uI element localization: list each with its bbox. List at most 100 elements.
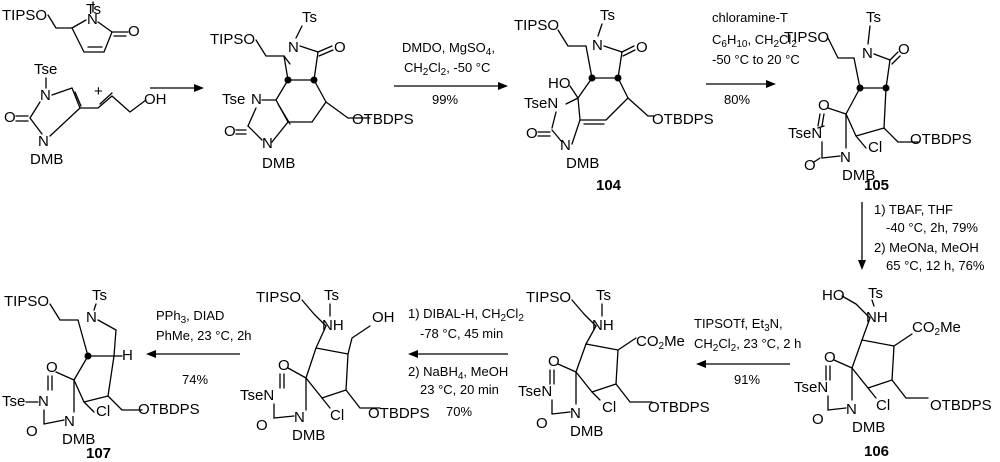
- o-label: O: [804, 157, 816, 174]
- svg-text:PPh3, DIAD: PPh3, DIAD: [156, 308, 224, 326]
- o-label: O: [278, 357, 290, 374]
- otbdps-label: OTBDPS: [910, 131, 972, 148]
- tsen-label: TseN: [788, 125, 822, 142]
- tse-label: Tse: [2, 393, 25, 410]
- n-label: N: [294, 409, 305, 426]
- step2-conditions: chloramine-T C6H10, CH2Cl2 -50 °C to 20 …: [706, 10, 800, 107]
- n-label: N: [592, 37, 603, 54]
- compound-tips-ester: TIPSO Ts NH CO2Me OTBDPS Cl O TseN O N D…: [518, 287, 710, 440]
- n-label: N: [846, 401, 857, 418]
- n-label: N: [87, 11, 98, 28]
- n-label: N: [560, 137, 571, 154]
- compound-106-label: 106: [864, 443, 889, 460]
- svg-text:TIPSOTf, Et3N,: TIPSOTf, Et3N,: [694, 316, 783, 334]
- co2me-label: CO2Me: [912, 319, 961, 338]
- ts-label: Ts: [596, 287, 611, 304]
- step4-conditions: TIPSOTf, Et3N, CH2Cl2, 23 °C, 2 h 91%: [694, 316, 801, 387]
- n-label: N: [40, 87, 51, 104]
- starting-material-pyrrolinone: TIPSO N Ts O: [2, 1, 140, 53]
- svg-text:CH2Cl2, 23 °C, 2 h: CH2Cl2, 23 °C, 2 h: [694, 336, 801, 354]
- o-label: O: [256, 417, 268, 434]
- step1-yield: 99%: [432, 92, 458, 107]
- n-label: N: [38, 133, 49, 150]
- cl-label: Cl: [96, 403, 110, 420]
- otbdps-label: OTBDPS: [652, 111, 714, 128]
- dmb-label: DMB: [292, 427, 325, 444]
- o-label: O: [548, 353, 560, 370]
- co2me-label: CO2Me: [636, 333, 685, 352]
- o-label: O: [812, 411, 824, 428]
- dmb-label: DMB: [62, 431, 95, 448]
- compound-alcohol: TIPSO Ts NH OH OTBDPS Cl O TseN O N DMB: [240, 287, 430, 444]
- ts-label: Ts: [86, 1, 101, 18]
- otbdps-label: OTBDPS: [648, 399, 710, 416]
- nh-label: NH: [322, 317, 344, 334]
- ho-label: HO: [822, 287, 845, 304]
- svg-text:-50 °C to 20 °C: -50 °C to 20 °C: [712, 52, 800, 67]
- svg-text:DMDO, MgSO4,: DMDO, MgSO4,: [402, 40, 495, 58]
- o-label: O: [224, 123, 236, 140]
- dmb-label: DMB: [842, 167, 875, 184]
- step3-conditions: 1) TBAF, THF -40 °C, 2h, 79% 2) MeONa, M…: [858, 202, 985, 273]
- n-label: N: [251, 91, 262, 108]
- starting-material-imidazolone: Tse N O N DMB OH: [4, 61, 167, 168]
- nh-label: NH: [866, 309, 888, 326]
- cl-label: Cl: [876, 397, 890, 414]
- ho-label: HO: [548, 75, 571, 92]
- otbdps-label: OTBDPS: [138, 401, 200, 418]
- compound-105: TIPSO N Ts O OTBDPS Cl O TseN O N DMB 10…: [784, 9, 972, 194]
- oh-label: OH: [372, 309, 395, 326]
- svg-text:2) MeONa, MeOH: 2) MeONa, MeOH: [874, 240, 979, 255]
- svg-text:2) NaBH4, MeOH: 2) NaBH4, MeOH: [408, 364, 508, 382]
- n-label: N: [86, 309, 97, 326]
- o-label: O: [46, 359, 58, 376]
- step5-yield: 70%: [446, 404, 472, 419]
- svg-text:-78 °C, 45 min: -78 °C, 45 min: [420, 326, 503, 341]
- cl-label: Cl: [330, 407, 344, 424]
- cl-label: Cl: [602, 399, 616, 416]
- n-label: N: [862, 45, 873, 62]
- tse-label: Tse: [222, 91, 245, 108]
- ts-label: Ts: [868, 285, 883, 302]
- compound-104: TIPSO N Ts O HO OTBDPS TseN O N DMB 104: [514, 7, 714, 194]
- svg-text:CH2Cl2, -50 °C: CH2Cl2, -50 °C: [404, 60, 490, 78]
- dmb-label: DMB: [262, 155, 295, 172]
- arrow-to-intermediate: [150, 84, 204, 92]
- tsen-label: TseN: [524, 95, 558, 112]
- o-label: O: [526, 125, 538, 142]
- svg-text:chloramine-T: chloramine-T: [712, 10, 788, 25]
- step5-conditions: 1) DIBAL-H, CH2Cl2 -78 °C, 45 min 2) NaB…: [408, 306, 524, 419]
- n-label: N: [262, 135, 273, 152]
- dmb-label: DMB: [30, 151, 63, 168]
- dmb-label: DMB: [566, 155, 599, 172]
- tipso-label: TIPSO: [4, 293, 49, 310]
- tsen-label: TseN: [794, 379, 828, 396]
- compound-107: TIPSO N Ts H OTBDPS Cl O Tse N O N DMB 1…: [2, 287, 200, 462]
- tipso-label: TIPSO: [2, 7, 47, 24]
- tsen-label: TseN: [518, 383, 552, 400]
- ts-label: Ts: [92, 287, 107, 304]
- oh-label: OH: [144, 91, 167, 108]
- svg-text:C6H10, CH2Cl2: C6H10, CH2Cl2: [712, 32, 797, 50]
- step1-conditions: DMDO, MgSO4, CH2Cl2, -50 °C 99%: [394, 40, 508, 107]
- n-label: N: [288, 39, 299, 56]
- svg-text:PhMe, 23 °C, 2h: PhMe, 23 °C, 2h: [156, 328, 252, 343]
- cl-label: Cl: [868, 139, 882, 156]
- o-label: O: [898, 41, 910, 58]
- n-label: N: [64, 413, 75, 430]
- tipso-label: TIPSO: [514, 17, 559, 34]
- dmb-label: DMB: [570, 423, 603, 440]
- o-label: O: [824, 349, 836, 366]
- step6-conditions: PPh3, DIAD PhMe, 23 °C, 2h 74%: [146, 308, 252, 387]
- step2-yield: 80%: [724, 92, 750, 107]
- dmb-label: DMB: [852, 419, 885, 436]
- step6-yield: 74%: [182, 372, 208, 387]
- o-label: O: [26, 423, 38, 440]
- plus-sign: +: [94, 83, 103, 100]
- o-label: O: [536, 415, 548, 432]
- nh-label: NH: [592, 317, 614, 334]
- o-label: O: [4, 109, 16, 126]
- n-label: N: [840, 149, 851, 166]
- tipso-label: TIPSO: [210, 31, 255, 48]
- otbdps-label: OTBDPS: [930, 397, 992, 414]
